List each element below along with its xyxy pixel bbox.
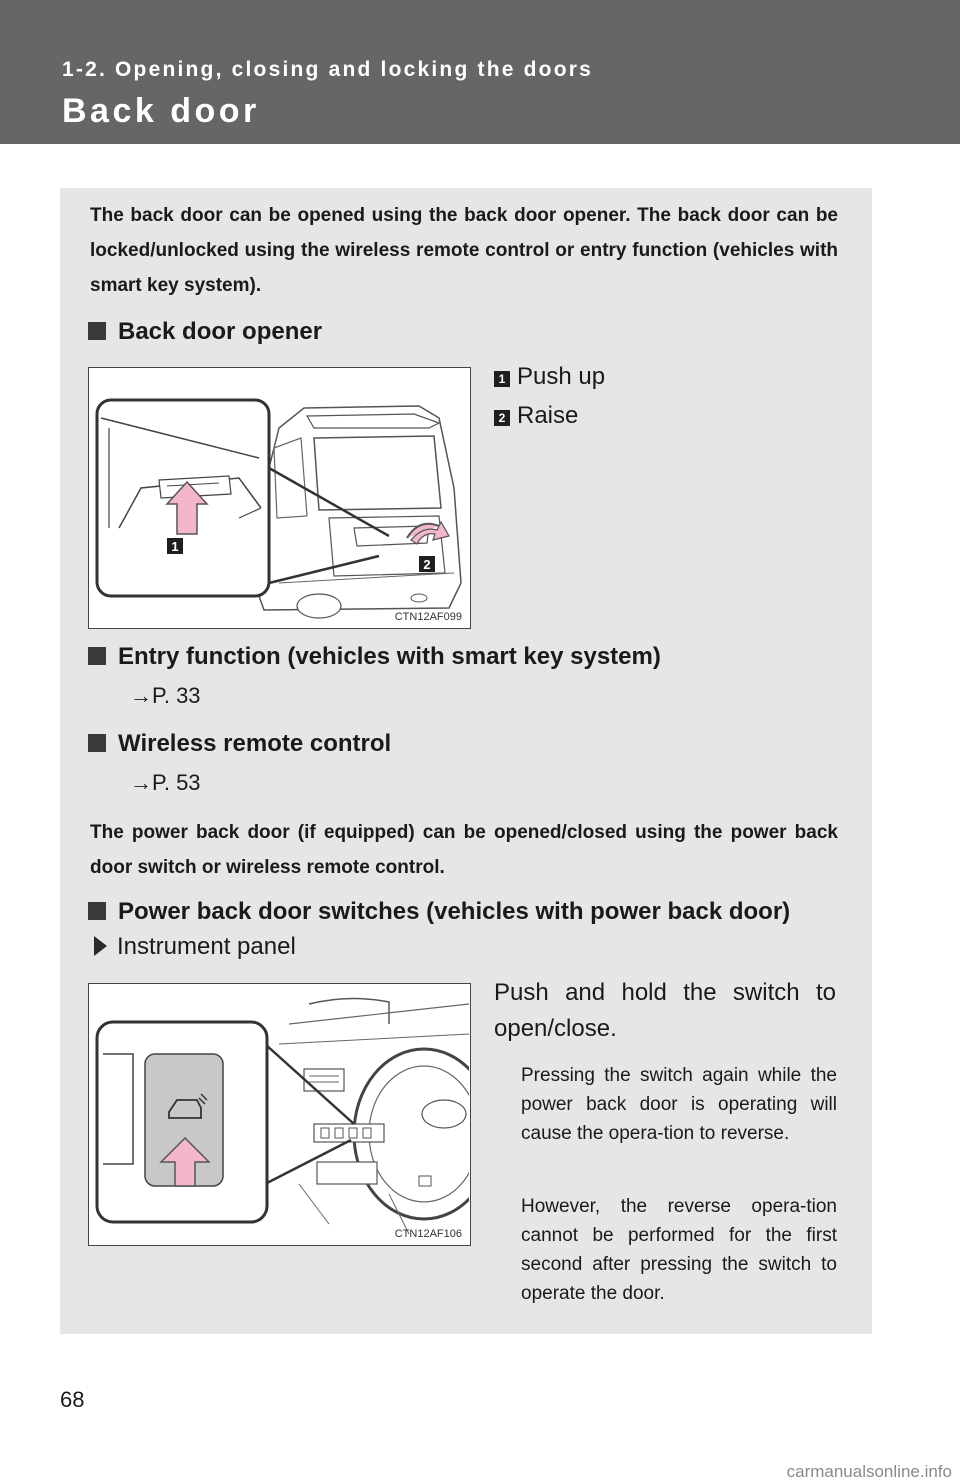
square-bullet-icon: [88, 322, 106, 340]
heading-back-door-opener: Back door opener: [88, 318, 322, 346]
callout-number-icon: 2: [494, 410, 510, 426]
triangle-bullet-icon: [94, 936, 107, 956]
figure-code: CTN12AF106: [394, 1228, 462, 1240]
figure-instrument-panel: CTN12AF106: [88, 983, 471, 1246]
section-title: Back door: [62, 92, 260, 130]
note-reverse-delay: However, the reverse opera-tion cannot b…: [521, 1196, 837, 1304]
figure-back-door-opener: 1 2 CTN12AF099: [88, 367, 471, 629]
heading-wireless-remote: Wireless remote control: [88, 730, 391, 758]
power-intro-paragraph: The power back door (if equipped) can be…: [90, 822, 838, 878]
callout-text: Push up: [517, 363, 606, 390]
heading-text: Entry function (vehicles with smart key …: [118, 643, 661, 670]
heading-power-back-door: Power back door switches (vehicles with …: [88, 898, 790, 926]
callout-number-icon: 1: [494, 371, 510, 387]
watermark-text: carmanualsonline.info: [786, 1462, 952, 1481]
page-header: 1-2. Opening, closing and locking the do…: [0, 0, 960, 144]
callout-push-up: 1 Push up: [494, 363, 605, 391]
page-number: 68: [60, 1387, 85, 1412]
bullet-instrument-panel: Instrument panel: [94, 933, 296, 961]
chapter-title: 1-2. Opening, closing and locking the do…: [62, 58, 593, 81]
bullet-text: Instrument panel: [117, 933, 296, 960]
callout-text: Raise: [517, 402, 579, 429]
instrument-panel-illustration: [95, 997, 470, 1235]
heading-text: Back door opener: [118, 318, 323, 345]
back-door-illustration: 1 2: [95, 398, 462, 619]
push-hold-instruction: Push and hold the switch to open/close.: [494, 979, 836, 1042]
heading-text: Wireless remote control: [118, 730, 392, 757]
figure-code: CTN12AF099: [394, 611, 462, 623]
square-bullet-icon: [88, 902, 106, 920]
page-reference-link[interactable]: →P. 33: [130, 683, 201, 708]
note-reverse: Pressing the switch again while the powe…: [521, 1065, 837, 1144]
svg-text:2: 2: [423, 557, 430, 572]
svg-text:1: 1: [171, 539, 178, 554]
intro-paragraph: The back door can be opened using the ba…: [90, 205, 838, 296]
heading-entry-function: Entry function (vehicles with smart key …: [88, 643, 661, 671]
page-reference-link[interactable]: →P. 53: [130, 770, 201, 795]
square-bullet-icon: [88, 647, 106, 665]
heading-text: Power back door switches (vehicles with …: [118, 898, 791, 925]
square-bullet-icon: [88, 734, 106, 752]
callout-raise: 2 Raise: [494, 402, 578, 430]
